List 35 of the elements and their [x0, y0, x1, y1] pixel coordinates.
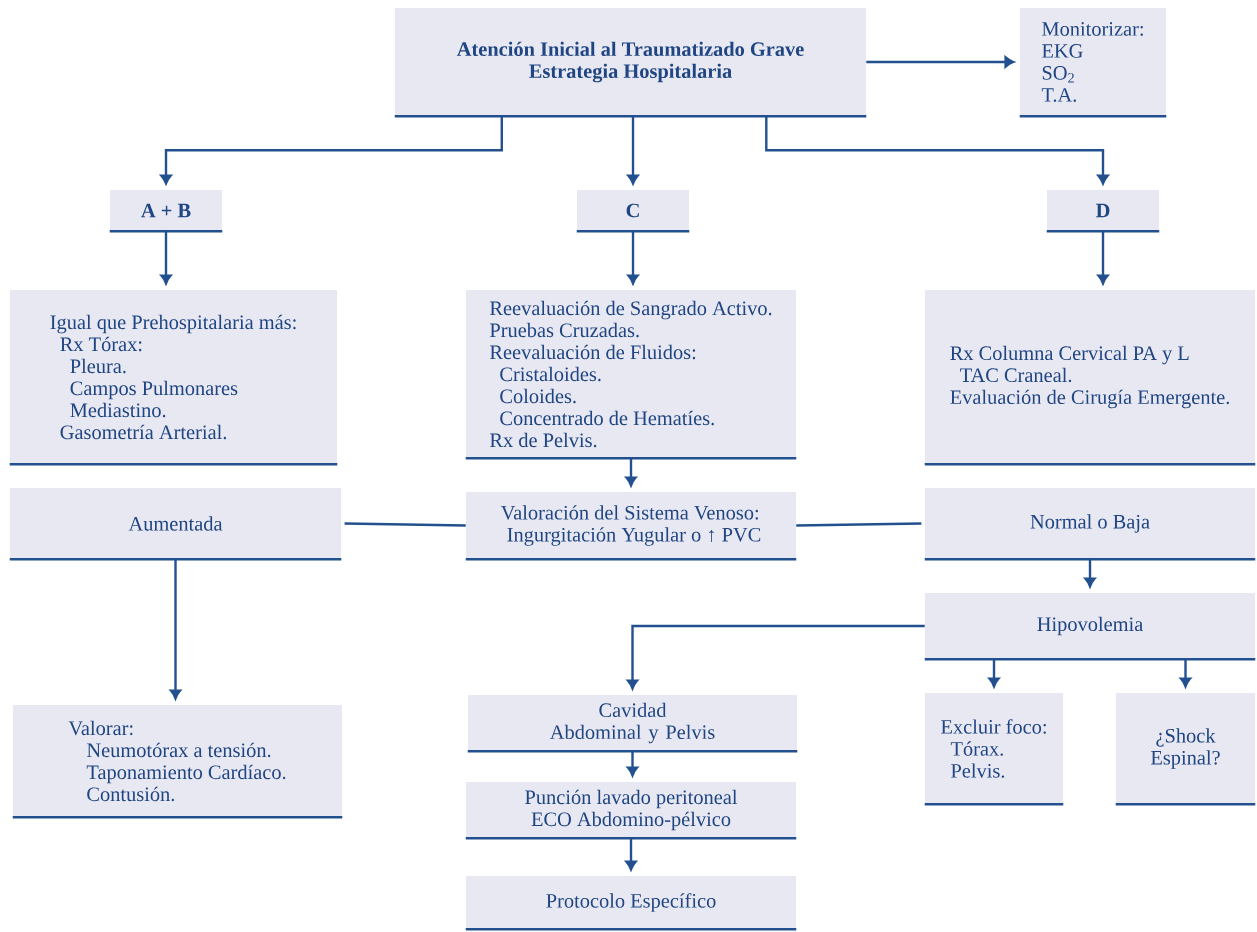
process-box: Normal o Baja: [924, 488, 1256, 561]
connector-line: [344, 522, 466, 527]
process-box: Reevaluación de Sangrado Activo. Pruebas Cruzadas. Reevaluación de Fluidos: Cristaloides. Coloides. Concentrado de Hematíes. Rx de Pelvis.: [465, 290, 797, 460]
process-box: Valoración del Sistema Venoso: Ingurgitación Yugular o ↑ PVC: [465, 492, 797, 561]
process-box: D: [1046, 190, 1160, 233]
process-box: C: [576, 190, 690, 233]
process-box: Aumentada: [9, 488, 342, 561]
arrow: [627, 116, 639, 185]
process-box: Hipovolemia: [924, 593, 1256, 661]
process-box: Protocolo Específico: [465, 876, 797, 931]
process-box: A + B: [109, 190, 223, 233]
process-box: Valorar: Neumotórax a tensión. Taponamiento Cardíaco. Contusión.: [12, 705, 343, 819]
arrow: [160, 231, 172, 285]
process-box: Cavidad Abdominal y Pelvis: [467, 695, 798, 753]
arrow: [866, 56, 1015, 68]
arrow: [988, 659, 1000, 688]
arrow: [1097, 231, 1109, 285]
arrow: [765, 116, 1109, 185]
connector-line: [796, 522, 922, 527]
process-box: Monitorizar: EKG SO$_{2}$ T.A.: [1019, 8, 1167, 118]
arrow: [169, 559, 182, 700]
process-box: Rx Columna Cervical PA y L TAC Craneal. Evaluación de Cirugía Emergente.: [924, 290, 1256, 466]
arrow: [626, 751, 639, 777]
process-box: Igual que Prehospitalaria más: Rx Tórax: Pleura. Campos Pulmonares Mediastino. Gasometría Arterial.: [9, 290, 338, 466]
arrow: [160, 116, 503, 185]
arrow: [1179, 659, 1192, 688]
arrow: [1084, 559, 1096, 588]
arrow: [625, 838, 637, 871]
process-box: ¿Shock Espinal?: [1115, 693, 1256, 806]
process-box: Excluir foco: Tórax. Pelvis.: [924, 693, 1064, 806]
arrow: [626, 624, 925, 690]
arrow: [627, 231, 639, 285]
header-box: Atención Inicial al Traumatizado Grave Estrategia Hospitalaria: [394, 8, 867, 118]
process-box: Punción lavado peritoneal ECO Abdomino-pélvico: [465, 782, 797, 840]
arrow: [625, 458, 637, 487]
